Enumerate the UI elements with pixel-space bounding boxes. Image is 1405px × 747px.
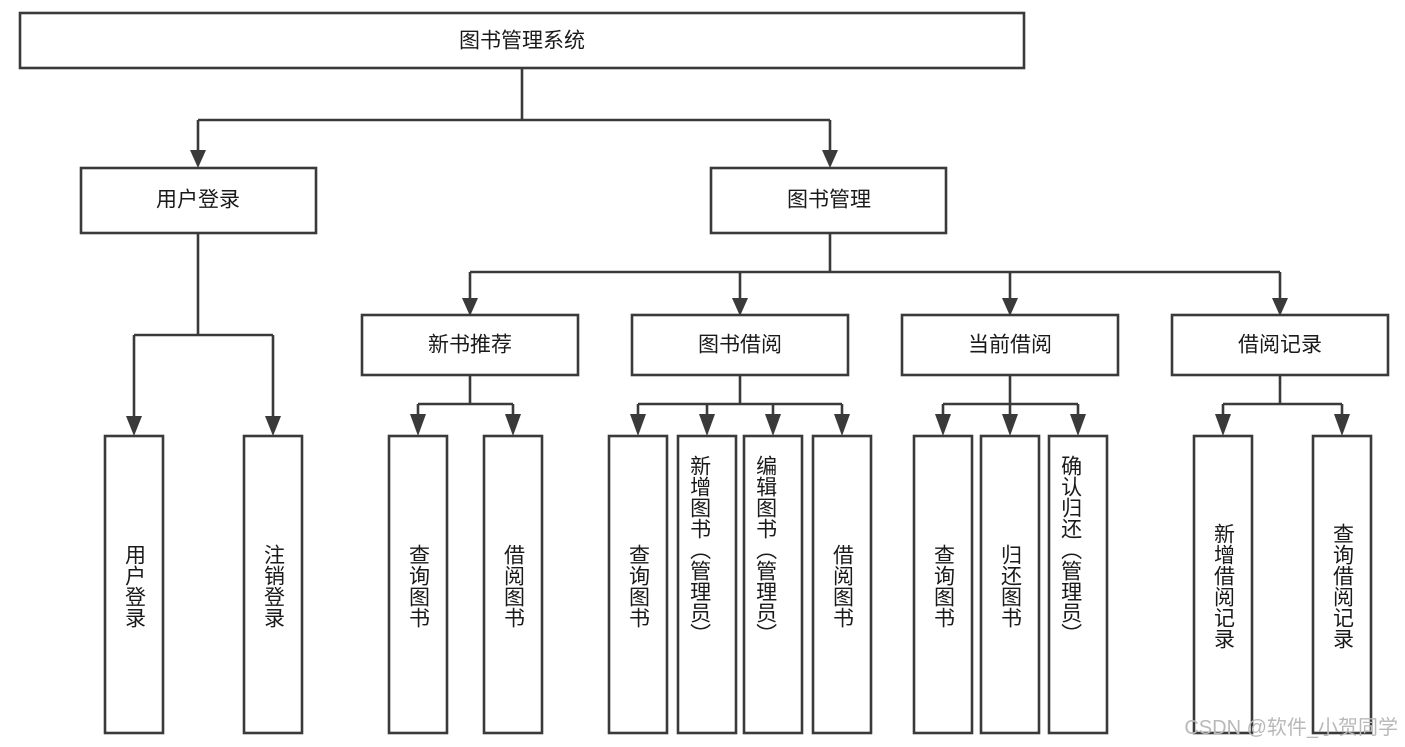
connector-userlogin-to-leaves: [126, 233, 281, 436]
leaf-label-book-borrow-3: 借阅图书: [831, 544, 855, 628]
leaf-borrow-record-1[interactable]: 查询借阅记录: [1311, 434, 1373, 735]
leaf-label-new-book-0: 查询图书: [407, 544, 431, 628]
leaf-label-new-book-1: 借阅图书: [502, 544, 526, 628]
node-user-login[interactable]: 用户登录: [79, 166, 318, 235]
leaf-label-book-borrow-2: 编辑图书（管理员）: [754, 455, 778, 644]
node-label-book-management: 图书管理: [787, 189, 871, 212]
connector-borrowrecord-to-leaves: [1215, 375, 1350, 436]
leaf-label-borrow-record-1: 查询借阅记录: [1331, 523, 1355, 649]
leaf-user-login-1[interactable]: 注销登录: [242, 434, 304, 735]
csdn-watermark: CSDN @软件_小贺同学: [1184, 716, 1398, 739]
connector-currentborrow-to-leaves: [935, 375, 1086, 436]
connector-newbook-to-leaves: [410, 375, 521, 436]
leaf-label-current-borrow-1: 归还图书: [999, 544, 1023, 628]
leaf-label-book-borrow-1: 新增图书（管理员）: [688, 455, 712, 644]
leaf-current-borrow-0[interactable]: 查询图书: [912, 434, 974, 735]
node-label-book-borrow: 图书借阅: [698, 334, 782, 357]
connector-root-to-level2: [190, 68, 838, 168]
leaf-current-borrow-2[interactable]: 确认归还（管理员）: [1047, 434, 1109, 735]
leaf-label-user-login-1: 注销登录: [262, 544, 286, 628]
node-new-book-recommend[interactable]: 新书推荐: [360, 313, 580, 377]
node-borrow-record[interactable]: 借阅记录: [1170, 313, 1390, 377]
leaf-label-user-login-0: 用户登录: [123, 544, 147, 628]
node-root-system[interactable]: 图书管理系统: [18, 11, 1026, 70]
leaf-borrow-record-0[interactable]: 新增借阅记录: [1192, 434, 1254, 735]
leaf-book-borrow-1[interactable]: 新增图书（管理员）: [676, 434, 738, 735]
node-label-user-login: 用户登录: [156, 189, 240, 212]
node-label-root: 图书管理系统: [459, 30, 585, 53]
leaf-book-borrow-2[interactable]: 编辑图书（管理员）: [742, 434, 804, 735]
leaf-book-borrow-0[interactable]: 查询图书: [607, 434, 669, 735]
leaf-user-login-0[interactable]: 用户登录: [103, 434, 165, 735]
node-book-management[interactable]: 图书管理: [709, 166, 948, 235]
leaf-label-borrow-record-0: 新增借阅记录: [1212, 523, 1236, 649]
leaf-new-book-0[interactable]: 查询图书: [387, 434, 449, 735]
connector-bookmgmt-to-level3: [462, 233, 1288, 316]
connector-bookborrow-to-leaves: [630, 375, 850, 436]
leaf-current-borrow-1[interactable]: 归还图书: [979, 434, 1041, 735]
leaf-label-book-borrow-0: 查询图书: [627, 544, 651, 628]
node-label-current-borrow: 当前借阅: [968, 334, 1052, 357]
leaf-label-current-borrow-2: 确认归还（管理员）: [1059, 455, 1083, 644]
node-book-borrow[interactable]: 图书借阅: [630, 313, 850, 377]
leaf-new-book-1[interactable]: 借阅图书: [482, 434, 544, 735]
node-label-borrow-record: 借阅记录: [1238, 334, 1322, 357]
leaf-label-current-borrow-0: 查询图书: [932, 544, 956, 628]
leaf-book-borrow-3[interactable]: 借阅图书: [811, 434, 873, 735]
node-label-new-book-recommend: 新书推荐: [428, 334, 512, 357]
node-current-borrow[interactable]: 当前借阅: [900, 313, 1120, 377]
